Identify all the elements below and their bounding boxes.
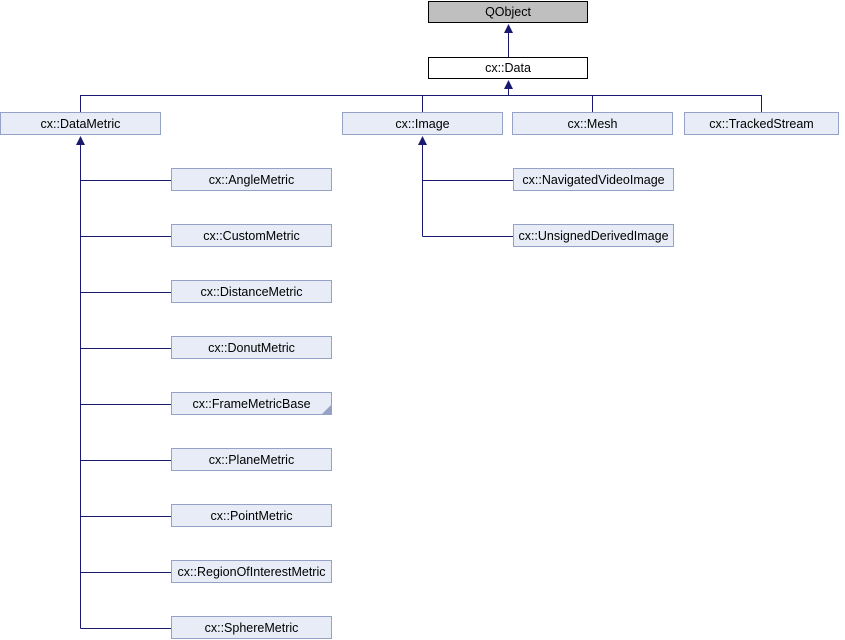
node-cx-image[interactable]: cx::Image bbox=[342, 112, 503, 135]
node-cx-framemetricbase[interactable]: cx::FrameMetricBase bbox=[171, 392, 332, 415]
node-cx-pointmetric[interactable]: cx::PointMetric bbox=[171, 504, 332, 527]
node-cx-custommetric[interactable]: cx::CustomMetric bbox=[171, 224, 332, 247]
truncated-fold-icon bbox=[322, 405, 331, 414]
node-cx-datametric[interactable]: cx::DataMetric bbox=[0, 112, 161, 135]
node-cx-donutmetric[interactable]: cx::DonutMetric bbox=[171, 336, 332, 359]
node-cx-unsignedderivedimage[interactable]: cx::UnsignedDerivedImage bbox=[513, 224, 674, 247]
node-cx-regionofinterestmetric[interactable]: cx::RegionOfInterestMetric bbox=[171, 560, 332, 583]
node-qobject: QObject bbox=[428, 1, 588, 23]
arrowhead-icon bbox=[504, 24, 513, 33]
node-cx-distancemetric[interactable]: cx::DistanceMetric bbox=[171, 280, 332, 303]
node-cx-anglemetric[interactable]: cx::AngleMetric bbox=[171, 168, 332, 191]
node-cx-navigatedvideoimage[interactable]: cx::NavigatedVideoImage bbox=[513, 168, 674, 191]
arrowhead-icon bbox=[418, 136, 427, 145]
node-cx-planemetric[interactable]: cx::PlaneMetric bbox=[171, 448, 332, 471]
node-cx-data: cx::Data bbox=[428, 57, 588, 79]
arrowhead-icon bbox=[504, 80, 513, 89]
node-cx-spheremetric[interactable]: cx::SphereMetric bbox=[171, 616, 332, 639]
arrowhead-icon bbox=[76, 136, 85, 145]
node-label: cx::FrameMetricBase bbox=[192, 396, 311, 411]
node-cx-mesh[interactable]: cx::Mesh bbox=[512, 112, 673, 135]
node-cx-trackedstream[interactable]: cx::TrackedStream bbox=[684, 112, 839, 135]
